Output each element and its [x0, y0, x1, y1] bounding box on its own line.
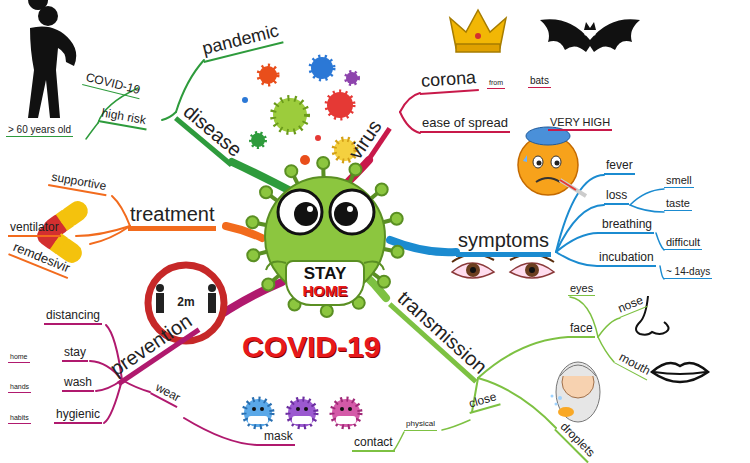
branch-label: > 60 years old [6, 124, 73, 137]
branch-label: habits [8, 414, 31, 424]
branch-label: droplets [554, 419, 598, 463]
branch-label: distancing [44, 309, 102, 325]
breathing-branch [556, 233, 600, 252]
branch-label: fever [604, 159, 635, 175]
branch-label: ~ 14-days [664, 266, 712, 279]
branch-label: loss [604, 189, 629, 205]
bat [540, 19, 640, 52]
loss-branch [556, 205, 604, 252]
branch-label: breathing [600, 218, 654, 234]
face-branch [478, 337, 568, 378]
sneezing-child [551, 362, 601, 422]
branch-label: hands [8, 383, 31, 393]
virus-eyes [278, 190, 374, 234]
difficult-branch [656, 233, 664, 250]
virus-cluster [242, 57, 358, 165]
person-head [38, 6, 58, 26]
branch-label: bats [528, 75, 551, 88]
title: COVID-19 [242, 330, 380, 363]
branch-label: high risk [98, 106, 149, 130]
branch-label: symptoms [456, 229, 551, 257]
central-virus [265, 177, 385, 297]
branch-label: hygienic [54, 408, 102, 424]
branch-label: nose [614, 293, 648, 318]
branch-label: stay [62, 346, 88, 362]
branch-label: mouth [614, 350, 654, 381]
contact-branch [394, 432, 404, 450]
branch-label: COVID-19 [82, 70, 143, 99]
branch-label: home [8, 353, 30, 363]
branch-label: wear [150, 380, 184, 408]
virus-spikes [246, 157, 403, 317]
branch-label: difficult [664, 236, 702, 250]
branch-label: close [466, 390, 501, 414]
remdesivir-branch [90, 226, 130, 244]
corona-branch [400, 93, 420, 112]
smell-branch [630, 189, 664, 205]
crown [450, 10, 506, 52]
sick-person-silhouette [28, 0, 76, 118]
face-mask: STAYHOME [285, 260, 365, 306]
branch-label: wash [62, 376, 94, 392]
sick-face [518, 127, 586, 196]
branch-label: smell [664, 174, 694, 188]
incubation-branch [556, 252, 597, 266]
branch-label: supportive [48, 170, 109, 196]
branch-label: disease [174, 99, 248, 167]
taste-branch [630, 205, 664, 212]
branch-label: physical [404, 420, 437, 431]
branch-label: VERY HIGH [548, 116, 612, 131]
lips [652, 363, 708, 382]
sign-label: 2m [175, 296, 196, 310]
age-branch [86, 123, 98, 139]
human-eyes [452, 254, 554, 278]
nose-branch [598, 318, 620, 337]
physical-branch [442, 420, 470, 430]
branch-label: ventilator [8, 221, 61, 237]
branch-label: from [487, 79, 505, 89]
mouth-branch [598, 337, 614, 362]
branch-label: transmission [388, 285, 493, 384]
branch-label: incubation [597, 251, 656, 267]
branch-label: pandemic [198, 21, 283, 63]
branch-label: mask [262, 430, 295, 446]
branch-label: contact [352, 436, 395, 452]
branch-label: face [568, 322, 595, 338]
branch-label: ease of spread [420, 116, 510, 133]
branch-label: eyes [568, 282, 595, 296]
virus-faces [244, 399, 360, 427]
branch-label: treatment [128, 203, 216, 231]
branch-label: virus [343, 114, 392, 168]
branch-label: corona [418, 68, 478, 95]
mask-text: HOME [287, 283, 363, 299]
spread-branch [400, 112, 420, 133]
mask-text: STAY [287, 265, 363, 283]
branch-label: taste [664, 197, 692, 211]
